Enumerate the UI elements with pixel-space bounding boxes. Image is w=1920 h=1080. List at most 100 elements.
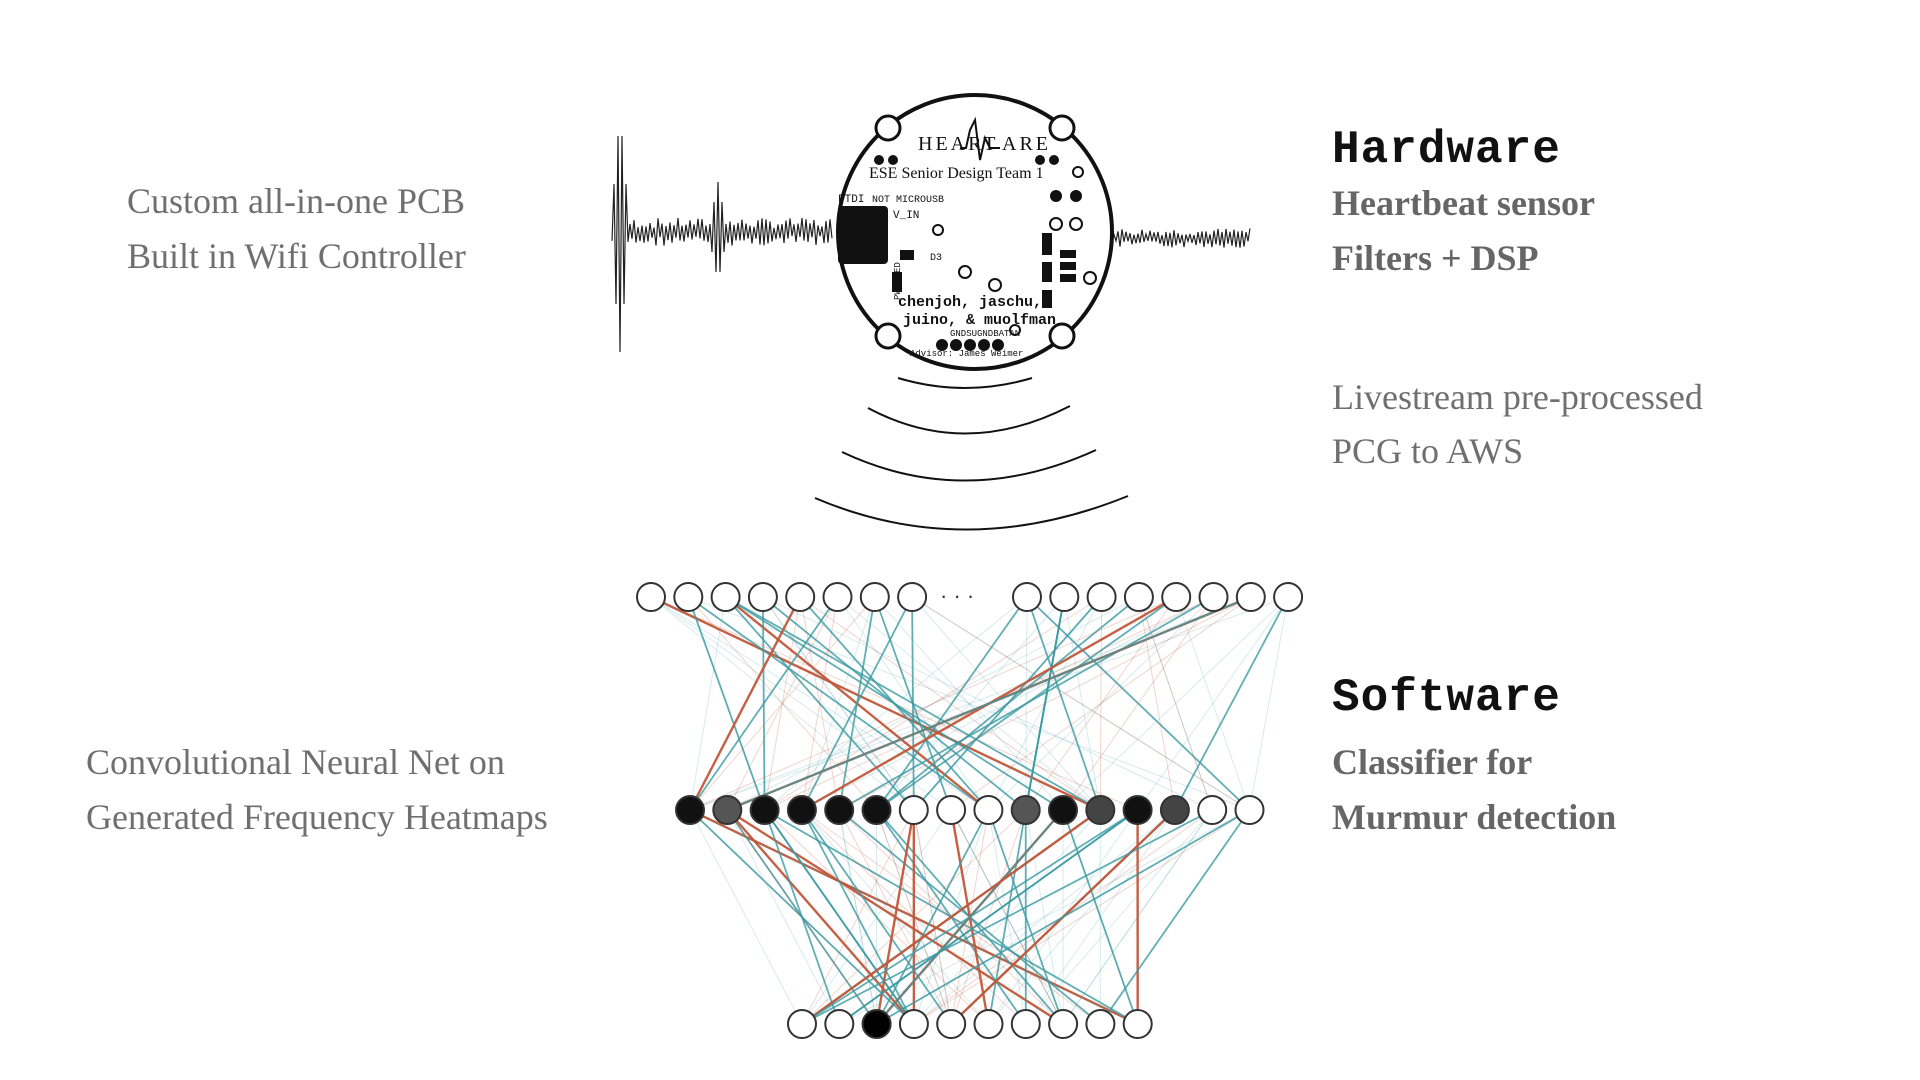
output-node (1010, 1009, 1041, 1039)
hidden-node (1159, 795, 1190, 825)
output-node (787, 1009, 817, 1039)
neural-network: · · · (636, 582, 1304, 1039)
network-edge (799, 596, 840, 811)
network-edge (1062, 596, 1289, 811)
output-node (1085, 1009, 1116, 1039)
hidden-node (712, 795, 743, 825)
network-edge (875, 809, 915, 1025)
hidden-node (786, 795, 817, 825)
input-node (785, 582, 816, 612)
network-edge (801, 596, 1214, 811)
network-edge (1099, 596, 1103, 811)
network-edge (763, 809, 841, 1025)
network-edge (838, 596, 1252, 811)
hidden-node (749, 795, 780, 825)
output-node (1048, 1009, 1079, 1039)
network-edge (762, 596, 915, 811)
network-edge (1024, 596, 1066, 811)
pcb-description-line2: Built in Wifi Controller (127, 236, 466, 276)
network-edge (1174, 596, 1289, 811)
pcb-ftdi: FTDI (838, 194, 864, 206)
input-node (1273, 582, 1304, 612)
network-edge (689, 596, 727, 811)
livestream-line1: Livestream pre-processed (1332, 377, 1703, 417)
software-heading: Software (1332, 672, 1561, 724)
pcb-pwr-led: PWR LED (893, 262, 903, 300)
input-layer-ellipsis: · · · (940, 583, 974, 608)
hidden-node (1234, 795, 1265, 825)
hidden-node (1122, 795, 1153, 825)
network-edge (837, 596, 1101, 811)
network-edge (1062, 596, 1214, 811)
network-edge (874, 596, 1064, 811)
output-node (861, 1009, 892, 1039)
pcb-description-line1: Custom all-in-one PCB (127, 181, 466, 221)
network-edge (689, 596, 876, 811)
network-edge (764, 596, 1028, 811)
network-edge (801, 809, 1139, 1025)
output-node (824, 1009, 855, 1039)
network-edge (911, 596, 1101, 811)
pcb-names-line1: chenjoh, jaschu, (898, 294, 1042, 311)
network-edge (1026, 596, 1102, 811)
input-node (1123, 582, 1154, 612)
network-edge (875, 596, 1028, 811)
network-edge (801, 809, 915, 1025)
pcb-vin: V_IN (893, 210, 919, 222)
network-edge (911, 596, 915, 811)
livestream-line2: PCG to AWS (1332, 431, 1524, 471)
hidden-node (824, 795, 855, 825)
network-edge (876, 596, 1065, 811)
cnn-description-line1: Convolutional Neural Net on (86, 742, 505, 782)
pcb-subtitle: ESE Senior Design Team 1 (869, 165, 1044, 182)
network-edge (726, 596, 1252, 811)
hidden-node (1197, 795, 1228, 825)
network-edge (988, 596, 1214, 811)
hidden-node (973, 795, 1004, 825)
hardware-heading: Hardware (1332, 124, 1561, 176)
network-edge (1025, 809, 1213, 1025)
network-edge (838, 596, 1214, 811)
input-layer (636, 582, 1304, 612)
network-edge (1175, 596, 1250, 811)
network-edge (801, 809, 1101, 1025)
network-edge (688, 596, 802, 811)
hidden-layer (675, 795, 1265, 825)
pcg-waveform (611, 135, 1251, 353)
network-edge (726, 596, 838, 811)
software-line2: Murmur detection (1332, 797, 1617, 837)
network-edge (762, 596, 915, 811)
input-node (747, 582, 778, 612)
pcb-pins: GNDSUGNDBATAN (950, 329, 1020, 339)
network-edge (726, 809, 840, 1025)
network-edge (687, 596, 766, 811)
hidden-node (861, 795, 892, 825)
network-edge (875, 809, 990, 1025)
heartbeat-logo-icon (960, 116, 1000, 161)
network-edge (689, 596, 839, 811)
output-node (973, 1009, 1004, 1039)
input-node (859, 582, 890, 612)
network-edge (727, 596, 1140, 811)
network-edge (838, 809, 1139, 1025)
network-edge (1026, 596, 1251, 811)
pcb-microusb: NOT MICROUSB (872, 195, 944, 206)
pcb-d3: D3 (930, 253, 942, 264)
cnn-description-line2: Generated Frequency Heatmaps (86, 797, 548, 837)
hidden-node (1010, 795, 1041, 825)
network-edge (1025, 809, 1176, 1025)
input-node (673, 582, 704, 612)
input-node (1161, 582, 1192, 612)
network-edge (650, 595, 1101, 812)
network-edge (801, 809, 952, 1025)
network-edge (876, 809, 1250, 1025)
pcb-advisor: Advisor: James Weimer (910, 349, 1023, 359)
network-edge (801, 596, 913, 811)
output-node (936, 1009, 967, 1039)
output-layer (787, 1009, 1153, 1039)
network-edge (1138, 596, 1176, 811)
input-node (1235, 582, 1266, 612)
pcb-logo-right: ARE (1002, 133, 1051, 155)
hidden-node (1085, 795, 1116, 825)
